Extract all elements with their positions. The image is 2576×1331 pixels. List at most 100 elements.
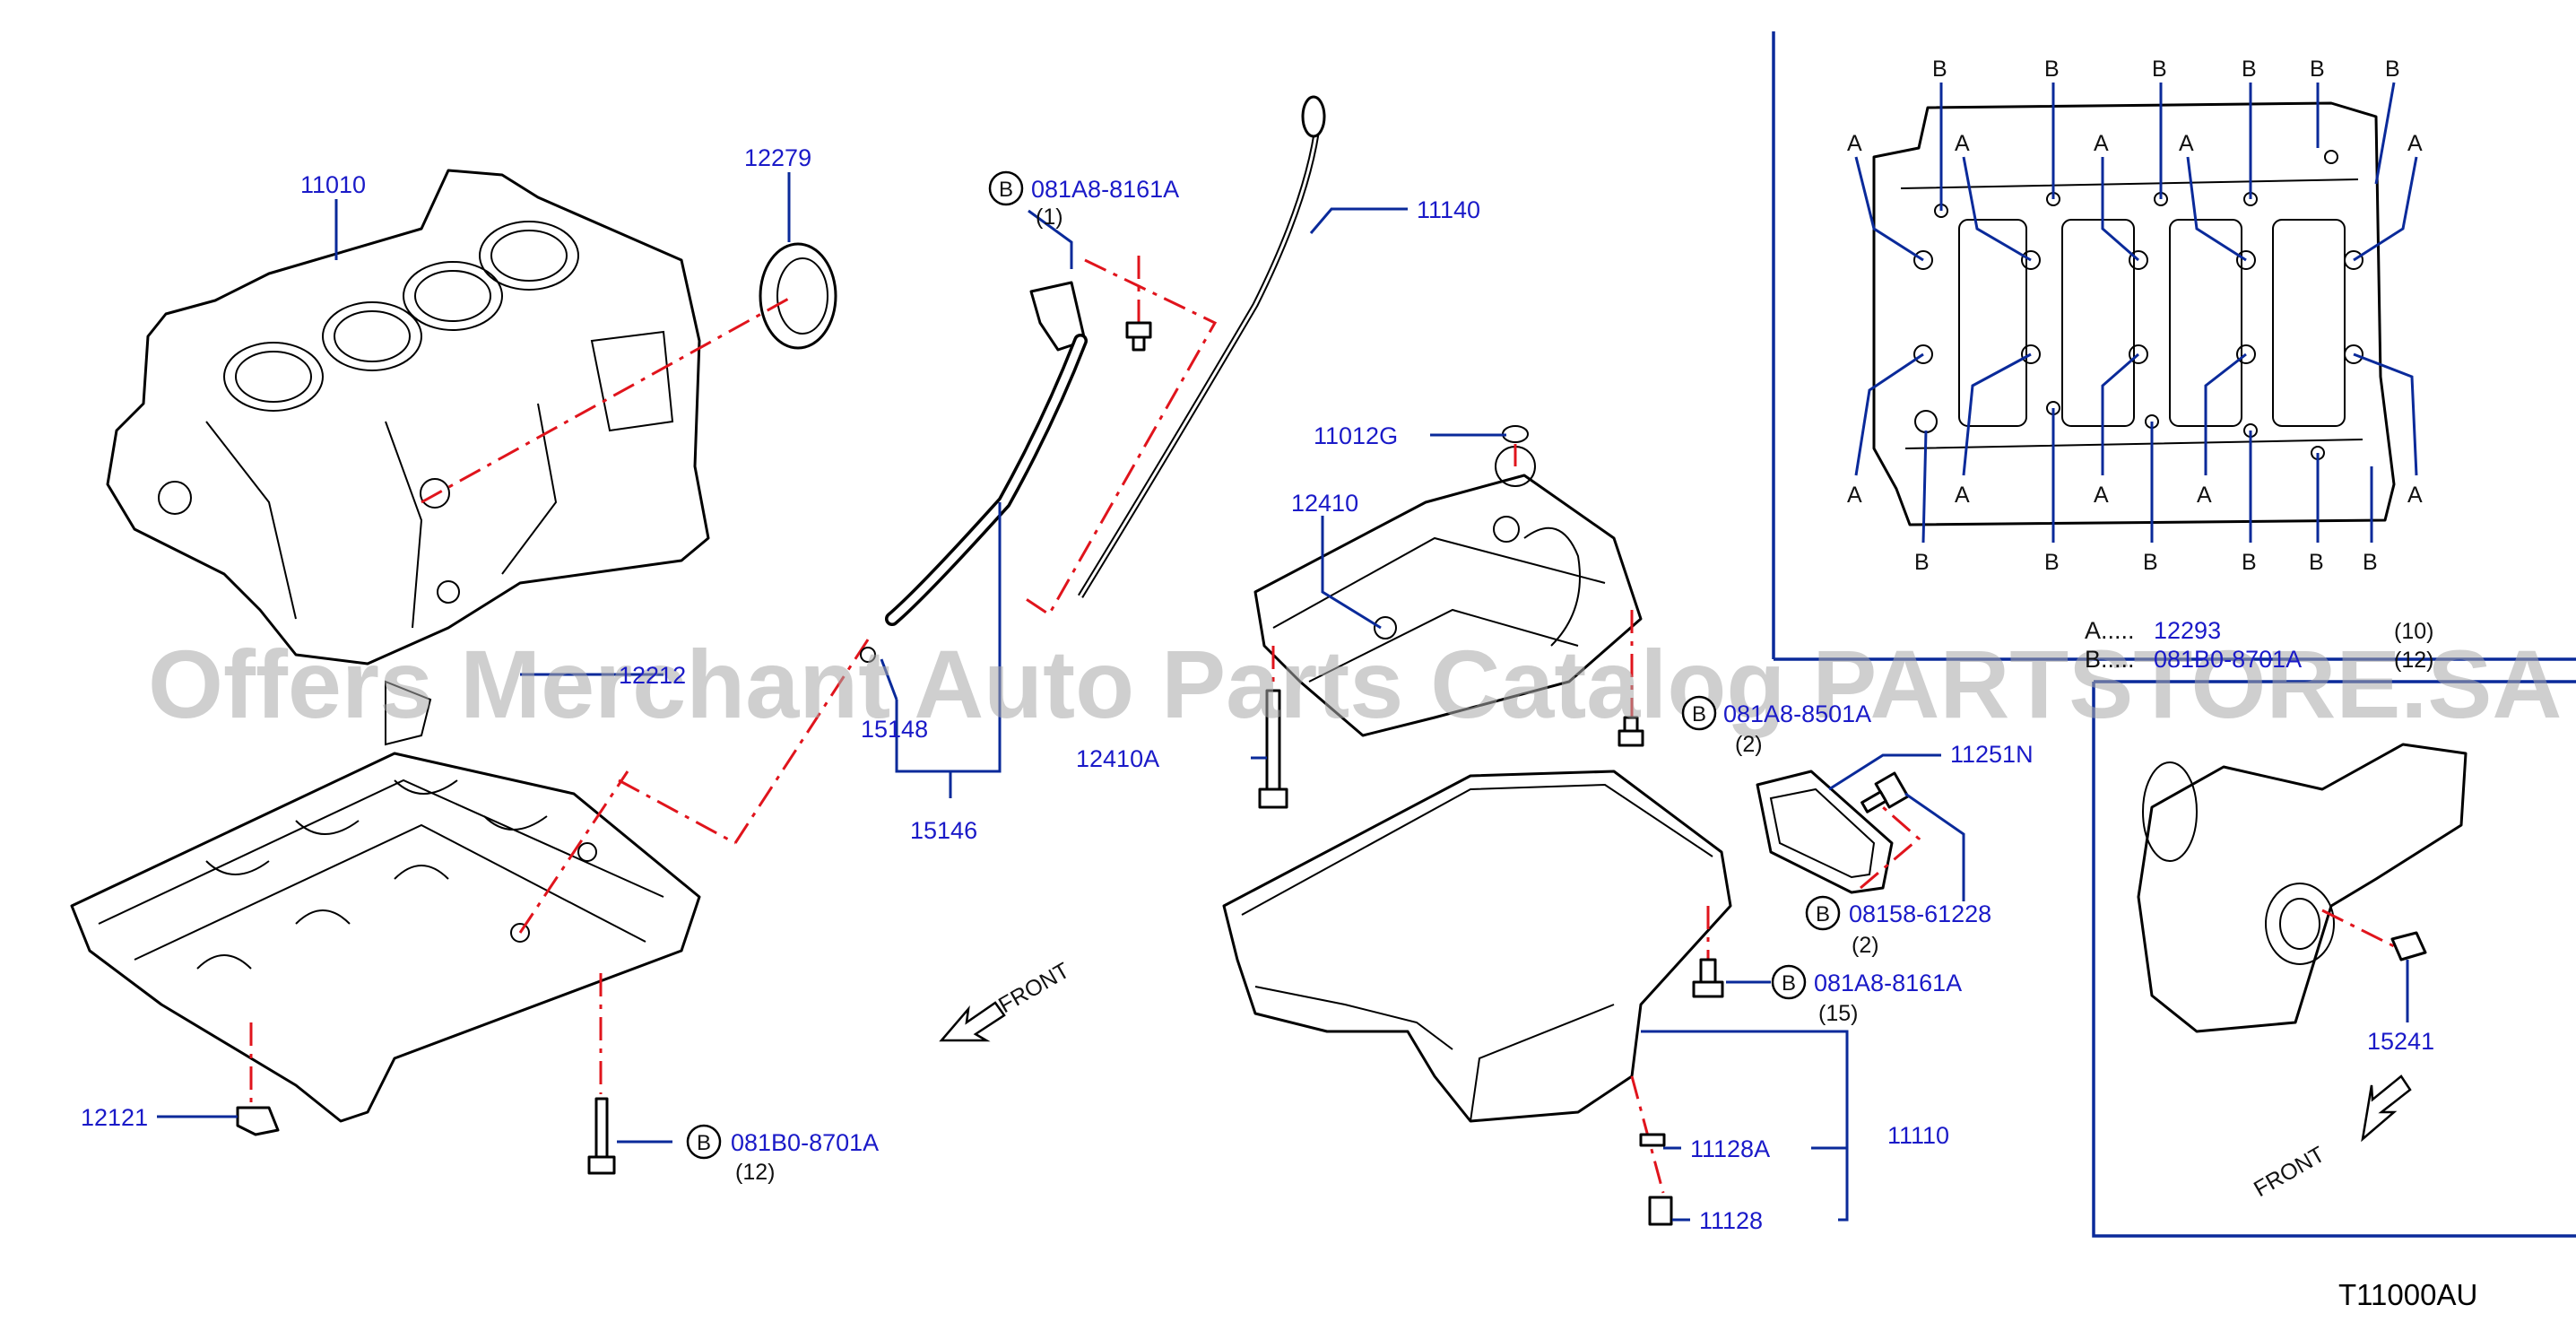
svg-text:B: B: [2385, 57, 2400, 82]
label-15148[interactable]: 15148: [861, 716, 928, 743]
bolt-badge-1: B: [999, 178, 1013, 202]
svg-text:A: A: [2197, 483, 2212, 508]
bolt-badge-3: B: [1816, 902, 1830, 926]
bolt-callout-5[interactable]: B 081B0-8701A (12): [686, 1124, 879, 1185]
dipstick-dash: [1021, 258, 1218, 617]
inset-dash: [2321, 909, 2395, 948]
drain-washer-drawing: [1639, 1133, 1666, 1147]
svg-text:A: A: [1955, 131, 1970, 156]
dipstick-guide-drawing: [860, 281, 1088, 663]
bolt-callout-4[interactable]: B 081A8-8161A (15): [1771, 964, 1962, 1026]
bolt-2-qty: (2): [1735, 732, 1763, 757]
legend-b-number[interactable]: 081B0-8701A: [2154, 646, 2302, 673]
bolt-4-number[interactable]: 081A8-8161A: [1814, 970, 1962, 996]
diagram-code: T11000AU: [2338, 1278, 2477, 1311]
front-arrow-right-icon: [2361, 1074, 2412, 1143]
label-11110[interactable]: 11110: [1887, 1122, 1949, 1149]
svg-text:B: B: [2242, 550, 2257, 575]
label-12121[interactable]: 12121: [81, 1104, 148, 1131]
cover-bolt-drawing: [1860, 771, 1910, 813]
label-11251N[interactable]: 11251N: [1950, 741, 2034, 768]
svg-text:A: A: [1847, 483, 1862, 508]
legend-b-label: B.....: [2085, 646, 2135, 673]
bolt-badge-5: B: [697, 1131, 711, 1155]
label-11010[interactable]: 11010: [300, 171, 366, 198]
svg-text:B: B: [2363, 550, 2378, 575]
bedplate-detail-leaders: [1854, 82, 2418, 544]
svg-text:B: B: [1932, 57, 1947, 82]
pan-bolt-drawing: [1692, 958, 1724, 998]
cover-dash: [1860, 805, 1921, 890]
dowel-15241-drawing: [2390, 931, 2427, 961]
oil-pan-drawing: [1222, 770, 1732, 1123]
balancer-bolt2-drawing: [1618, 716, 1644, 747]
svg-text:A: A: [1955, 483, 1970, 508]
label-11128A[interactable]: 11128A: [1690, 1135, 1770, 1162]
svg-text:A: A: [2407, 483, 2423, 508]
front-label-right: FRONT: [2250, 1142, 2329, 1202]
svg-text:B: B: [2242, 57, 2257, 82]
seal-dash-line: [421, 294, 794, 504]
bolt-5-number[interactable]: 081B0-8701A: [731, 1129, 879, 1156]
guide-bolt-drawing: [1125, 321, 1152, 352]
legend-a-label: A.....: [2085, 617, 2135, 644]
svg-text:B: B: [2143, 550, 2158, 575]
drain-plug-drawing: [1648, 1196, 1673, 1226]
bedplate-detail-drawing: [1872, 101, 2396, 526]
label-11128[interactable]: 11128: [1699, 1207, 1763, 1234]
bedplate-dash-3: [733, 636, 872, 844]
label-12212[interactable]: 12212: [619, 662, 686, 689]
bolt-badge-2: B: [1692, 702, 1706, 726]
rear-oil-seal-drawing: [759, 242, 837, 350]
svg-text:B: B: [2152, 57, 2167, 82]
bolt-callout-3[interactable]: B 08158-61228 (2): [1805, 895, 1991, 958]
bolt-4-qty: (15): [1818, 1001, 1858, 1026]
label-12410[interactable]: 12410: [1291, 490, 1358, 517]
bolt-1-number[interactable]: 081A8-8161A: [1031, 176, 1179, 203]
bolt-3-qty: (2): [1852, 933, 1879, 958]
bolt-1-qty: (1): [1036, 204, 1063, 230]
svg-text:B: B: [2309, 550, 2324, 575]
svg-text:B: B: [2310, 57, 2325, 82]
svg-text:A: A: [2407, 131, 2423, 156]
label-12293[interactable]: 12293: [2154, 617, 2221, 644]
label-12279[interactable]: 12279: [744, 144, 811, 171]
legend-b-qty: (12): [2394, 648, 2433, 673]
detail-letters: B B B B B B A A A A A A A A A A B B B B …: [1847, 57, 2423, 575]
inset-frame: [2092, 682, 2576, 1238]
bolt-2-number[interactable]: 081A8-8501A: [1723, 700, 1871, 727]
bedplate-drawing: [70, 680, 701, 1123]
watermark-text: Offers Merchant Auto Parts Catalog PARTS…: [148, 630, 2562, 738]
svg-text:A: A: [2094, 483, 2109, 508]
front-label-left: FRONT: [994, 958, 1074, 1018]
dipstick-drawing: [1078, 95, 1326, 598]
bolt-callout-1[interactable]: B 081A8-8161A (1): [988, 170, 1179, 230]
svg-text:A: A: [2094, 131, 2109, 156]
label-15241[interactable]: 15241: [2367, 1028, 2434, 1055]
bolt-badge-4: B: [1782, 971, 1796, 996]
bedplate-dash-2: [618, 779, 736, 845]
bedplate-dash-1: [518, 770, 629, 934]
label-12410A[interactable]: 12410A: [1076, 745, 1159, 772]
bedplate-bolt-drawing: [587, 1097, 616, 1175]
cover-11251N-drawing: [1756, 770, 1894, 894]
cylinder-block-drawing: [106, 169, 710, 666]
svg-text:B: B: [1914, 550, 1930, 575]
front-arrow-left-icon: [939, 1001, 1006, 1042]
plug-12121-drawing: [236, 1106, 280, 1136]
bolt-3-number[interactable]: 08158-61228: [1849, 900, 1991, 927]
svg-text:B: B: [2044, 57, 2060, 82]
svg-text:B: B: [2044, 550, 2060, 575]
o-ring-drawing: [1502, 425, 1529, 443]
label-15146[interactable]: 15146: [910, 817, 977, 844]
svg-text:A: A: [2179, 131, 2194, 156]
label-11012G[interactable]: 11012G: [1314, 422, 1398, 449]
legend-a-qty: (10): [2394, 619, 2433, 644]
svg-text:A: A: [1847, 131, 1862, 156]
label-11140[interactable]: 11140: [1417, 196, 1480, 223]
balancer-bolt-drawing: [1258, 689, 1288, 809]
bolt-callout-2[interactable]: B 081A8-8501A (2): [1681, 695, 1871, 757]
bolt-5-qty: (12): [735, 1160, 775, 1185]
leader-lines: [157, 172, 2409, 1222]
